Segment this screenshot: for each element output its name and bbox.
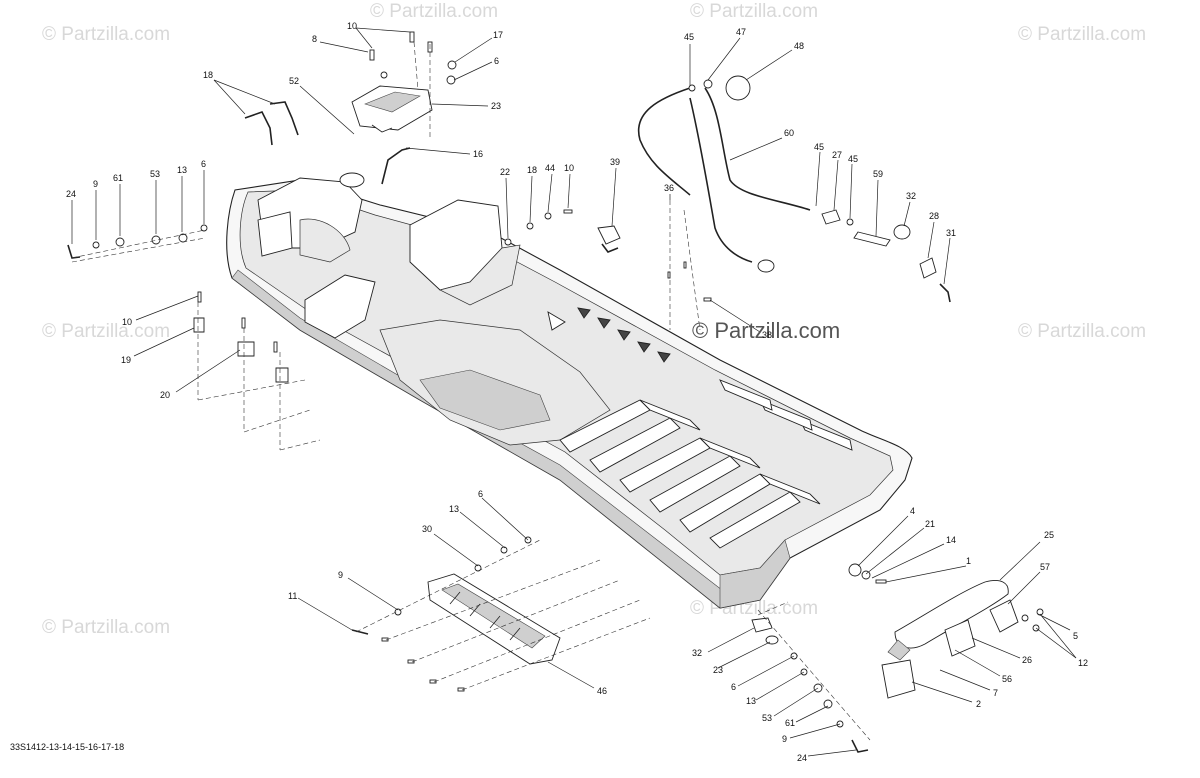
callout-label: 25 bbox=[1044, 530, 1054, 540]
callout-label: 61 bbox=[785, 718, 795, 728]
callout-label: 7 bbox=[993, 688, 998, 698]
callout-label: 9 bbox=[93, 179, 98, 189]
callout-label: 32 bbox=[692, 648, 702, 658]
callout-label: 6 bbox=[478, 489, 483, 499]
callout-label: 57 bbox=[1040, 562, 1050, 572]
callout-label: 17 bbox=[493, 30, 503, 40]
callout-label: 44 bbox=[545, 163, 555, 173]
callout-label: 45 bbox=[684, 32, 694, 42]
parts-layer bbox=[67, 31, 1044, 753]
callout-label: 16 bbox=[473, 149, 483, 159]
callout-label: 32 bbox=[906, 191, 916, 201]
callout-label: 21 bbox=[925, 519, 935, 529]
callout-label: 38 bbox=[762, 330, 772, 340]
callout-label: 12 bbox=[1078, 658, 1088, 668]
callout-label: 23 bbox=[713, 665, 723, 675]
watermark: © Partzilla.com bbox=[690, 1, 818, 22]
callout-label: 1 bbox=[966, 556, 971, 566]
callout-label: 30 bbox=[422, 524, 432, 534]
callout-label: 48 bbox=[794, 41, 804, 51]
callout-label: 60 bbox=[784, 128, 794, 138]
callout-label: 10 bbox=[564, 163, 574, 173]
callout-label: 10 bbox=[347, 21, 357, 31]
callout-label: 27 bbox=[832, 150, 842, 160]
callout-label: 52 bbox=[289, 76, 299, 86]
watermark: © Partzilla.com bbox=[42, 24, 170, 45]
callout-label: 19 bbox=[121, 355, 131, 365]
callout-label: 59 bbox=[873, 169, 883, 179]
callout-label: 61 bbox=[113, 173, 123, 183]
partzilla-watermark: © Partzilla.com bbox=[692, 318, 840, 343]
callout-label: 47 bbox=[736, 27, 746, 37]
assembly-lines bbox=[71, 41, 871, 741]
watermark: © Partzilla.com bbox=[42, 617, 170, 638]
callout-label: 18 bbox=[527, 165, 537, 175]
callout-label: 13 bbox=[449, 504, 459, 514]
callout-label: 20 bbox=[160, 390, 170, 400]
callout-label: 23 bbox=[491, 101, 501, 111]
callout-label: 6 bbox=[494, 56, 499, 66]
watermark-layer: © Partzilla.com © Partzilla.com © Partzi… bbox=[42, 1, 1146, 638]
callout-label: 13 bbox=[177, 165, 187, 175]
watermark: © Partzilla.com bbox=[42, 321, 170, 342]
callout-label: 2 bbox=[976, 699, 981, 709]
callout-label: 36 bbox=[664, 183, 674, 193]
callout-label: 4 bbox=[910, 506, 915, 516]
callout-label: 45 bbox=[848, 154, 858, 164]
callout-labels: 10 8 17 6 52 18 23 16 24 9 61 53 13 6 22… bbox=[66, 21, 1088, 763]
callout-label: 22 bbox=[500, 167, 510, 177]
callout-label: 24 bbox=[797, 753, 807, 763]
watermark: © Partzilla.com bbox=[1018, 24, 1146, 45]
callout-label: 56 bbox=[1002, 674, 1012, 684]
callout-label: 18 bbox=[203, 70, 213, 80]
callout-label: 8 bbox=[312, 34, 317, 44]
watermark: © Partzilla.com bbox=[370, 1, 498, 22]
callout-label: 14 bbox=[946, 535, 956, 545]
hull-ribs bbox=[559, 379, 853, 549]
callout-label: 6 bbox=[731, 682, 736, 692]
callout-label: 28 bbox=[929, 211, 939, 221]
callout-label: 9 bbox=[782, 734, 787, 744]
watermark: © Partzilla.com bbox=[1018, 321, 1146, 342]
callout-label: 6 bbox=[201, 159, 206, 169]
callout-label: 24 bbox=[66, 189, 76, 199]
leader-lines bbox=[71, 27, 1077, 757]
callout-label: 45 bbox=[814, 142, 824, 152]
callout-label: 26 bbox=[1022, 655, 1032, 665]
figure-code: 33S1412-13-14-15-16-17-18 bbox=[10, 742, 124, 752]
callout-label: 46 bbox=[597, 686, 607, 696]
callout-label: 31 bbox=[946, 228, 956, 238]
callout-label: 10 bbox=[122, 317, 132, 327]
callout-label: 39 bbox=[610, 157, 620, 167]
callout-label: 53 bbox=[762, 713, 772, 723]
hull-assembly bbox=[226, 172, 913, 609]
callout-label: 13 bbox=[746, 696, 756, 706]
callout-label: 11 bbox=[288, 591, 297, 601]
callout-label: 5 bbox=[1073, 631, 1078, 641]
callout-label: 53 bbox=[150, 169, 160, 179]
callout-label: 9 bbox=[338, 570, 343, 580]
